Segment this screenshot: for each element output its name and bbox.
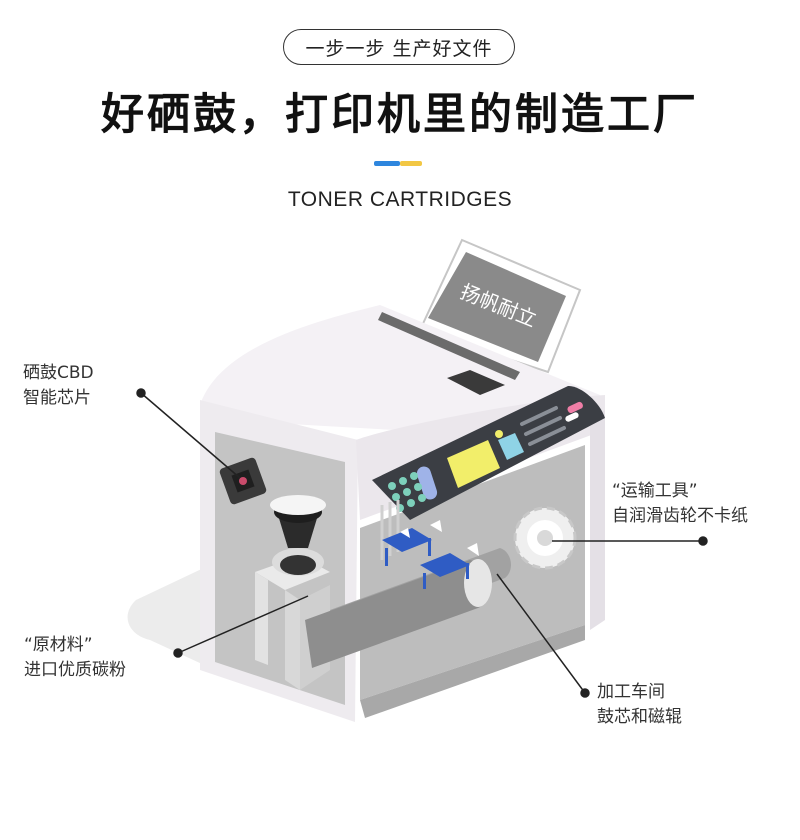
callout-gear: “运输工具” 自润滑齿轮不卡纸 xyxy=(612,479,748,529)
panel-indicator-yellow xyxy=(495,430,503,438)
hopper-stand-right xyxy=(285,590,300,690)
gear-icon xyxy=(513,506,577,570)
printer-top xyxy=(200,305,600,440)
printer-right-wall xyxy=(590,410,605,630)
interior-floor xyxy=(360,625,585,718)
floor-shadow xyxy=(127,565,215,670)
accent-bar-yellow xyxy=(400,161,422,166)
hopper-funnel xyxy=(278,515,318,548)
callout-drum-title: 加工车间 xyxy=(597,682,665,702)
panel-button-cyan xyxy=(498,433,524,460)
callout-gear-desc: 自润滑齿轮不卡纸 xyxy=(612,506,748,526)
roller-front xyxy=(305,560,489,668)
tagline-pill: 一步一步 生产好文件 xyxy=(283,29,515,65)
hopper-base xyxy=(280,555,316,575)
paper-print-area xyxy=(428,252,566,362)
tagline-text: 一步一步 生产好文件 xyxy=(305,37,493,60)
callout-lines xyxy=(136,388,708,698)
callout-toner-title: “原材料” xyxy=(24,635,93,655)
page-subtitle: TONER CARTRIDGES xyxy=(287,188,513,211)
hopper-rim xyxy=(270,495,326,515)
callout-toner: “原材料” 进口优质碳粉 xyxy=(24,633,126,683)
panel-button-blue xyxy=(416,466,438,500)
callout-drum: 加工车间 鼓芯和磁辊 xyxy=(597,680,682,730)
callout-chip-title: 硒鼓CBD xyxy=(23,363,94,383)
callout-chip: 硒鼓CBD 智能芯片 xyxy=(23,361,94,411)
accent-bar-blue xyxy=(374,161,400,166)
panel-screen xyxy=(447,440,500,488)
top-opening xyxy=(447,370,505,395)
callout-gear-title: “运输工具” xyxy=(612,481,698,501)
callout-toner-desc: 进口优质碳粉 xyxy=(24,660,126,680)
callout-chip-desc: 智能芯片 xyxy=(23,388,91,408)
panel-speaker-lines xyxy=(520,406,566,446)
paper-slot xyxy=(378,312,520,380)
panel-button-white xyxy=(565,412,579,422)
page-headline: 好硒鼓，打印机里的制造工厂 xyxy=(101,90,699,140)
callout-drum-desc: 鼓芯和磁辊 xyxy=(597,707,682,727)
roller-end xyxy=(464,559,492,607)
workshop-desks xyxy=(382,520,479,589)
panel-button-pink xyxy=(567,401,583,414)
hopper-stand-left xyxy=(255,572,268,665)
